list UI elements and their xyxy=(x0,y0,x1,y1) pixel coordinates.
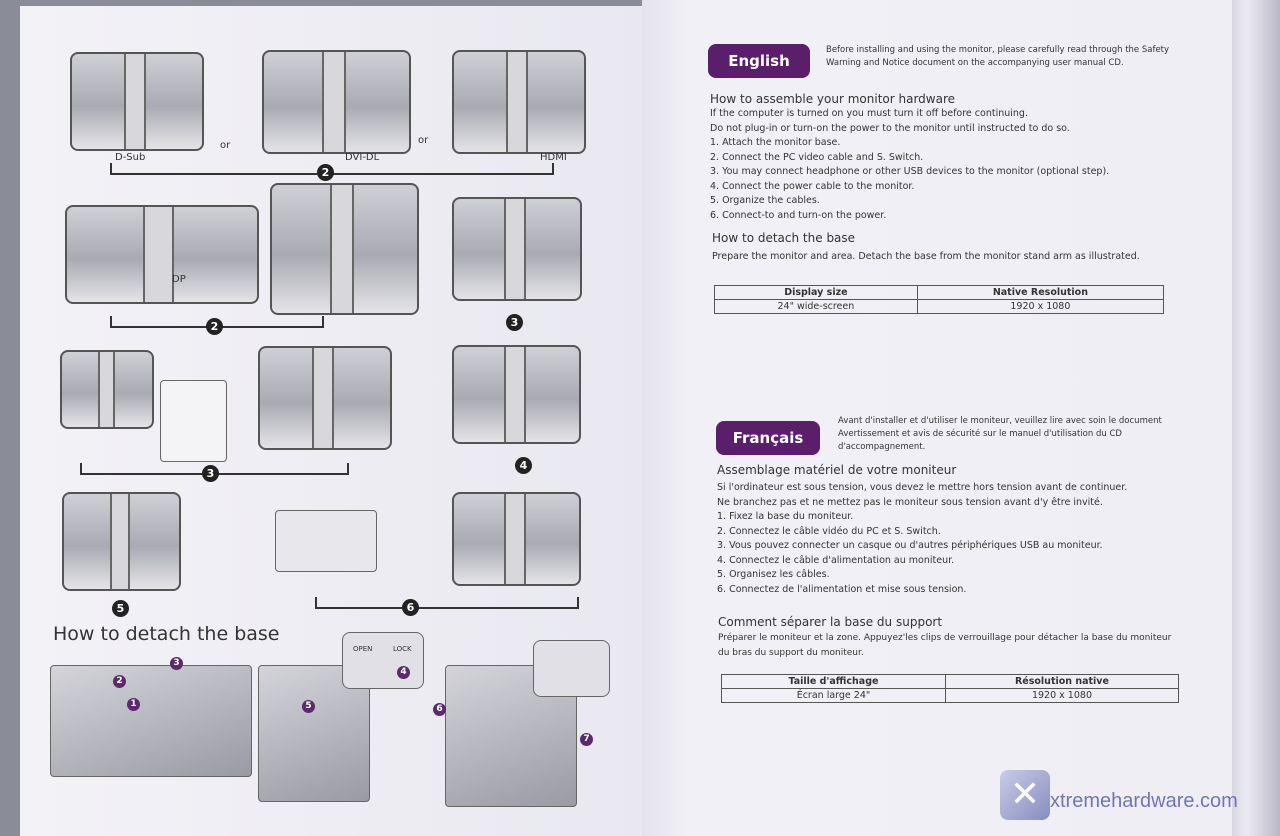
dvi-label: DVI-DL xyxy=(345,152,380,163)
wall-plug-illustration xyxy=(275,510,377,572)
detach-title: Comment séparer la base du support xyxy=(718,615,943,629)
english-badge: English xyxy=(708,44,810,78)
hdmi-illustration xyxy=(452,50,586,154)
pc-illustration xyxy=(160,380,227,462)
cell: Écran large 24" xyxy=(721,688,946,703)
step-item: 4. Connect the power cable to the monito… xyxy=(710,180,915,192)
cell: 1920 x 1080 xyxy=(916,299,1165,314)
release-closeup xyxy=(533,640,610,697)
bracket xyxy=(315,597,579,609)
next-page-edge xyxy=(1232,0,1280,836)
audio-illustration xyxy=(452,197,582,301)
header-cell: Display size xyxy=(714,285,918,300)
watermark-logo-icon: ✕ xyxy=(1000,770,1050,820)
usb-monitor-illustration xyxy=(60,350,154,429)
step-badge: 7 xyxy=(580,733,593,746)
step-badge: 5 xyxy=(302,700,315,713)
step-badge: 4 xyxy=(515,457,532,474)
dp-cable-illustration xyxy=(270,183,419,315)
warning-line: Si l'ordinateur est sous tension, vous d… xyxy=(717,482,1128,493)
assemble-title: How to assemble your monitor hardware xyxy=(710,92,956,106)
power-on-illustration xyxy=(452,492,581,586)
intro-line: d'accompagnement. xyxy=(838,442,926,452)
step-badge: 2 xyxy=(206,318,223,335)
header-cell: Taille d'affichage xyxy=(721,674,946,689)
header-cell: Résolution native xyxy=(944,674,1180,689)
step-badge: 1 xyxy=(127,698,140,711)
cable-organize-illustration xyxy=(62,492,181,591)
step-item: 6. Connect-to and turn-on the power. xyxy=(710,209,887,221)
lock-label: LOCK xyxy=(393,645,412,653)
step-item: 2. Connect the PC video cable and S. Swi… xyxy=(710,151,924,163)
step-badge: 6 xyxy=(402,599,419,616)
detach-line: du bras du support du moniteur. xyxy=(718,647,864,658)
step-item: 4. Connectez le câble d'alimentation au … xyxy=(717,554,955,566)
dsub-label: D-Sub xyxy=(115,152,146,163)
or-label: or xyxy=(418,135,429,146)
header-cell: Native Resolution xyxy=(916,285,1165,300)
intro-line: Warning and Notice document on the accom… xyxy=(826,58,1124,68)
french-intro: Avant d'installer et d'utiliser le monit… xyxy=(838,415,1162,454)
watermark-text: xtremehardware.com xyxy=(1050,790,1238,812)
step-badge: 4 xyxy=(397,666,410,679)
dsub-illustration xyxy=(70,52,204,151)
dp-illustration xyxy=(65,205,259,304)
hdmi-label: HDMI xyxy=(540,152,567,163)
power-illustration xyxy=(452,345,581,444)
warning-line: Ne branchez pas et ne mettez pas le moni… xyxy=(717,496,1103,508)
step-item: 1. Fixez la base du moniteur. xyxy=(717,511,854,522)
detach-step1-illustration xyxy=(50,665,252,777)
step-badge: 2 xyxy=(317,164,334,181)
intro-line: Avant d'installer et d'utiliser le monit… xyxy=(838,416,1162,426)
step-item: 5. Organisez les câbles. xyxy=(717,569,830,580)
detach-line: Préparer le moniteur et la zone. Appuyez… xyxy=(718,633,1172,643)
french-badge: Français xyxy=(716,421,820,455)
usb-illustration xyxy=(258,346,392,450)
step-item: 3. Vous pouvez connecter un casque ou d'… xyxy=(717,540,1103,551)
assemble-title: Assemblage matériel de votre moniteur xyxy=(717,463,957,477)
step-item: 6. Connectez de l'alimentation et mise s… xyxy=(717,583,967,595)
dp-label: DP xyxy=(172,274,186,285)
or-label: or xyxy=(220,140,231,151)
warning-line: Do not plug-in or turn-on the power to t… xyxy=(710,122,1070,134)
step-badge: 6 xyxy=(433,703,446,716)
cell: 24" wide-screen xyxy=(714,299,918,314)
step-item: 1. Attach the monitor base. xyxy=(710,137,841,148)
intro-line: Avertissement et avis de sécurité sur le… xyxy=(838,429,1122,439)
step-badge: 3 xyxy=(506,314,523,331)
step-badge: 2 xyxy=(113,675,126,688)
step-badge: 5 xyxy=(112,600,129,617)
step-badge: 3 xyxy=(170,657,183,670)
open-label: OPEN xyxy=(353,645,373,653)
step-item: 2. Connectez le câble vidéo du PC et S. … xyxy=(717,525,941,537)
detach-text: Prepare the monitor and area. Detach the… xyxy=(712,251,1140,262)
warning-line: If the computer is turned on you must tu… xyxy=(710,108,1028,119)
detach-title: How to detach the base xyxy=(53,623,280,645)
english-intro: Before installing and using the monitor,… xyxy=(826,44,1169,70)
french-body: Si l'ordinateur est sous tension, vous d… xyxy=(717,481,1127,597)
detach-title: How to detach the base xyxy=(712,231,856,245)
dvi-illustration xyxy=(262,50,411,154)
step-badge: 3 xyxy=(202,465,219,482)
intro-line: Before installing and using the monitor,… xyxy=(826,45,1170,55)
step-item: 5. Organize the cables. xyxy=(710,195,820,206)
cell: 1920 x 1080 xyxy=(944,688,1180,703)
step-item: 3. You may connect headphone or other US… xyxy=(710,166,1110,177)
lock-closeup xyxy=(342,632,424,689)
english-body: If the computer is turned on you must tu… xyxy=(710,107,1109,223)
detach-text: Préparer le moniteur et la zone. Appuyez… xyxy=(718,631,1171,660)
